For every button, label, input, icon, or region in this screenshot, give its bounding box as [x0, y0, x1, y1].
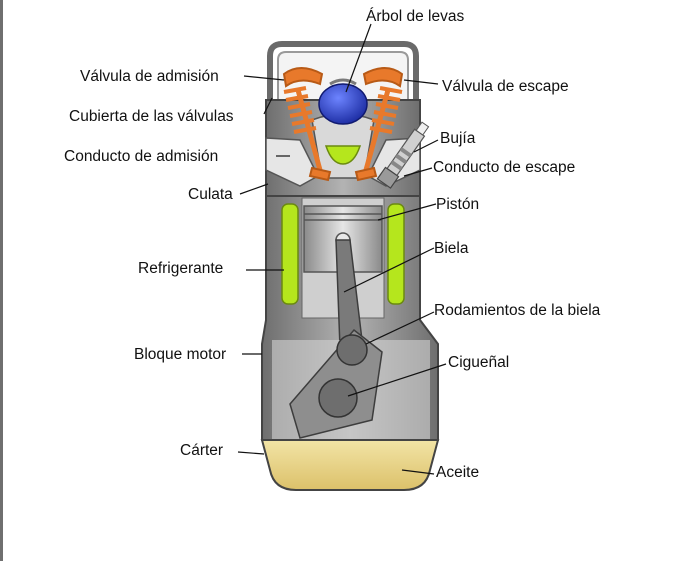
label-connecting-rod: Biela — [434, 240, 469, 257]
label-engine-block: Bloque motor — [134, 346, 227, 363]
coolant-right — [387, 203, 405, 305]
label-piston: Pistón — [436, 196, 480, 213]
leader-lines — [237, 23, 447, 475]
intake-valve-assembly — [282, 67, 332, 182]
exhaust-valve-assembly — [354, 67, 404, 182]
oil-pan — [260, 439, 440, 491]
label-cylinder-head: Culata — [188, 186, 233, 203]
coolant-left — [281, 203, 299, 305]
camshaft-lobe — [318, 83, 368, 125]
crankshaft-journal — [318, 378, 358, 418]
label-intake-port: Conducto de admisión — [64, 148, 219, 165]
label-exhaust-valve: Válvula de escape — [442, 78, 569, 95]
label-intake-valve: Válvula de admisión — [80, 68, 219, 85]
spark-plug — [376, 121, 430, 189]
label-oil-pan: Cárter — [180, 442, 224, 459]
left-border — [0, 0, 3, 561]
label-rod-bearings: Rodamientos de la biela — [434, 302, 601, 319]
label-exhaust-port: Conducto de escape — [433, 159, 576, 176]
label-coolant: Refrigerante — [138, 260, 224, 277]
label-valve-cover: Cubierta de las válvulas — [69, 108, 234, 125]
intake-port-channel — [265, 137, 319, 187]
label-camshaft: Árbol de levas — [366, 8, 465, 25]
rod-bearing — [336, 334, 368, 366]
label-crankshaft: Cigueñal — [448, 354, 510, 371]
label-spark-plug: Bujía — [440, 130, 476, 147]
label-oil: Aceite — [436, 464, 480, 481]
valve-cover — [267, 41, 419, 102]
